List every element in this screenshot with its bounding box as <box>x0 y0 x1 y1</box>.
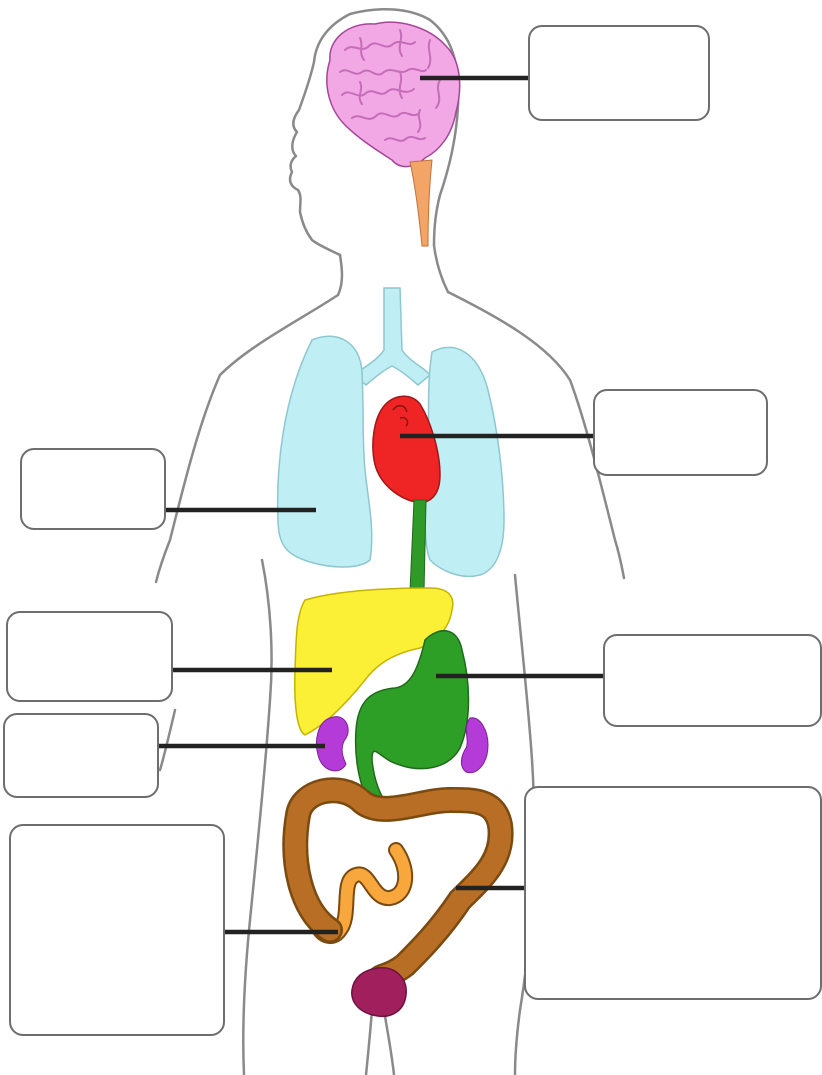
label-box-liver[interactable] <box>6 611 173 702</box>
leg-divide-right <box>384 1010 394 1075</box>
label-box-stomach[interactable] <box>603 634 822 727</box>
left-lung <box>278 336 372 567</box>
neck-right <box>434 245 448 292</box>
label-box-small-intestine[interactable] <box>9 824 225 1036</box>
bladder <box>352 968 406 1017</box>
esophagus <box>410 500 426 592</box>
brain-stem <box>410 160 432 246</box>
neck-left <box>338 255 342 295</box>
torso-left <box>243 560 271 1075</box>
trachea <box>354 288 430 385</box>
leg-divide-left <box>366 1010 372 1075</box>
left-arm-inner <box>160 710 175 770</box>
label-box-kidneys[interactable] <box>3 713 159 798</box>
label-box-large-intestine[interactable] <box>524 786 822 1000</box>
brain <box>327 22 460 246</box>
label-box-heart[interactable] <box>593 389 768 476</box>
label-box-lungs[interactable] <box>20 448 166 530</box>
label-box-brain[interactable] <box>528 25 710 121</box>
